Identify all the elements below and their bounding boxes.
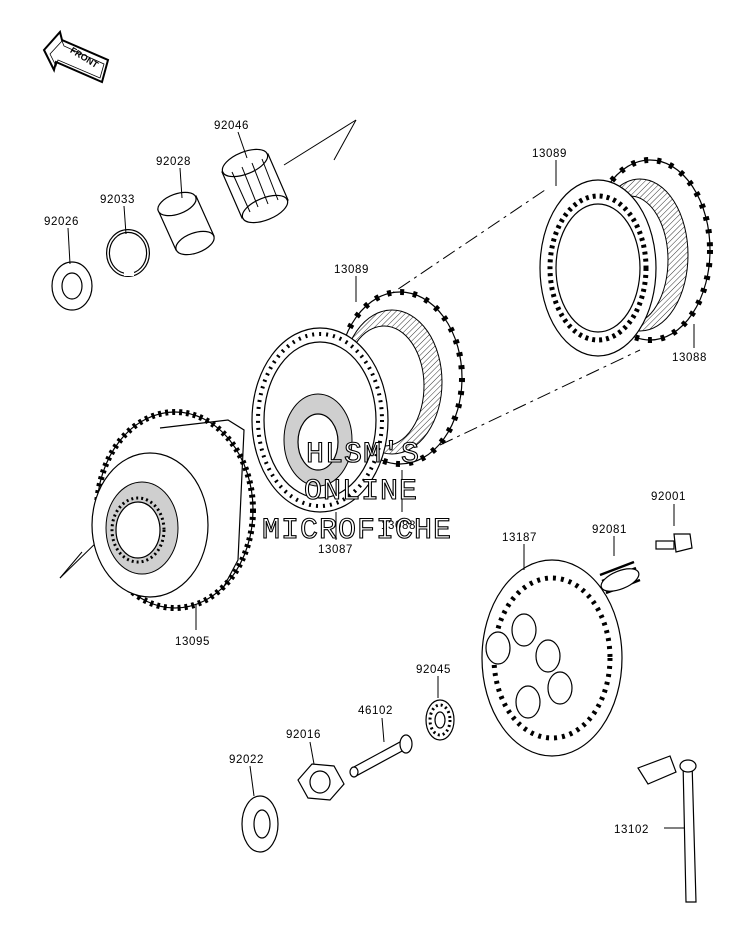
clutch-hub-13087 [251,327,389,513]
label-92046: 92046 [214,120,249,132]
label-92081: 92081 [592,524,627,536]
label-13088-middle: 13088 [381,520,416,532]
assembly-axis-lines [59,119,641,579]
bolt-92001 [655,533,693,553]
washer-92026 [51,261,93,311]
label-13187: 13187 [502,532,537,544]
ball-bearing-92045 [425,699,455,741]
label-13088-right: 13088 [672,352,707,364]
label-92028: 92028 [156,156,191,168]
clutch-housing-13095 [91,409,256,611]
sleeve-92028 [157,191,215,256]
label-92022: 92022 [229,754,264,766]
label-13089-middle: 13089 [334,264,369,276]
push-rod-46102 [349,734,413,778]
watermark: HLSM'S ONLINE MICROFICHE [261,437,452,548]
needle-bearing-92046 [221,148,289,224]
leader-lines [67,131,695,829]
steel-plate-13089-right [539,179,657,357]
label-92033: 92033 [100,194,135,206]
release-shaft-13102 [637,755,697,903]
watermark-line-2: ONLINE [304,475,418,509]
part-labels: 92046 92028 92033 92026 13089 13089 1308… [44,120,707,836]
circlip-92033 [106,229,150,277]
spring-92081 [599,560,641,595]
front-badge: FRONT [42,29,110,84]
label-92045: 92045 [416,664,451,676]
watermark-line-1: HLSM'S [306,438,420,472]
watermark-line-3: MICROFICHE [262,514,452,548]
label-13095: 13095 [175,636,210,648]
front-arrow-icon [42,29,110,84]
label-46102: 46102 [358,705,393,717]
pressure-plate-13187 [481,559,623,757]
label-92026: 92026 [44,216,79,228]
label-13087: 13087 [318,544,353,556]
nut-92016 [297,763,345,801]
label-92001: 92001 [651,491,686,503]
washer-92022 [241,795,279,853]
label-13089-right: 13089 [532,148,567,160]
label-92016: 92016 [286,729,321,741]
label-13102: 13102 [614,824,649,836]
